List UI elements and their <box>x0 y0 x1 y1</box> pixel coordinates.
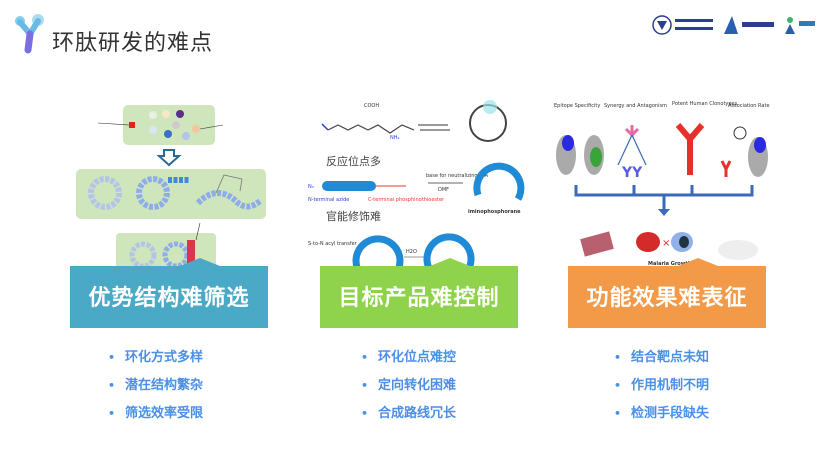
svg-text:S-to-N acyl transfer: S-to-N acyl transfer <box>308 241 358 247</box>
banner-control: 目标产品难控制 <box>320 258 518 328</box>
svg-text:×: × <box>662 238 670 249</box>
banner-control-label: 目标产品难控制 <box>338 286 500 311</box>
list-item: •结合靶点未知 <box>614 350 710 365</box>
svg-text:Association Rate: Association Rate <box>728 103 770 109</box>
svg-text:H2O: H2O <box>406 249 417 255</box>
bullet-list-screening: •环化方式多样 •潜在结构繁杂 •筛选效率受限 <box>108 344 203 428</box>
company-logo-icon <box>724 16 774 34</box>
svg-text:N-terminal azide: N-terminal azide <box>308 197 349 203</box>
svg-text:N₃: N₃ <box>308 184 314 190</box>
svg-text:Synergy and Antagonism: Synergy and Antagonism <box>604 103 667 109</box>
banner-characterization-label: 功能效果难表征 <box>586 286 748 311</box>
list-item: •筛选效率受限 <box>108 406 204 421</box>
svg-text:Potent Human Clonotypes: Potent Human Clonotypes <box>672 101 738 107</box>
list-item: •环化位点难控 <box>361 350 457 365</box>
banner-screening: 优势结构难筛选 <box>70 258 268 328</box>
svg-text:官能修饰难: 官能修饰难 <box>326 209 381 223</box>
svg-text:C-terminal phosphinothioester: C-terminal phosphinothioester <box>368 197 445 203</box>
list-item: •定向转化困难 <box>361 378 457 393</box>
svg-text:DMF: DMF <box>438 187 449 193</box>
list-item: •合成路线冗长 <box>361 406 457 421</box>
function-figure: Epitope Specificity Synergy and Antagoni… <box>552 95 772 270</box>
svg-text:NH₂: NH₂ <box>390 135 400 141</box>
banner-characterization: 功能效果难表征 <box>568 258 766 328</box>
svg-text:COOH: COOH <box>364 103 379 109</box>
banner-screening-label: 优势结构难筛选 <box>88 286 250 311</box>
list-item: •检测手段缺失 <box>614 406 710 421</box>
svg-text:YY: YY <box>621 165 643 181</box>
bullet-list-control: •环化位点难控 •定向转化困难 •合成路线冗长 <box>361 344 456 428</box>
svg-text:Malaria Growth: Malaria Growth <box>648 261 692 267</box>
svg-text:iminophosphorane: iminophosphorane <box>468 209 521 215</box>
company-logo-2-icon <box>785 17 815 34</box>
svg-text:base for neutralizing TFA: base for neutralizing TFA <box>426 173 489 179</box>
university-logo-icon <box>652 15 713 35</box>
synthesis-figure: COOH NH₂ 反应位点多 N₃ N-terminal azide C-term… <box>308 95 538 272</box>
svg-text:反应位点多: 反应位点多 <box>326 154 381 168</box>
list-item: •环化方式多样 <box>108 350 204 365</box>
bullet-list-characterization: •结合靶点未知 •作用机制不明 •检测手段缺失 <box>614 344 709 428</box>
list-item: •潜在结构繁杂 <box>108 378 204 393</box>
list-item: •作用机制不明 <box>614 378 710 393</box>
partner-logos <box>652 14 816 36</box>
screening-figure <box>68 95 268 270</box>
page-title: 环肽研发的难点 <box>52 31 214 56</box>
app-logo-icon <box>12 12 48 58</box>
svg-text:Epitope Specificity: Epitope Specificity <box>554 103 600 109</box>
